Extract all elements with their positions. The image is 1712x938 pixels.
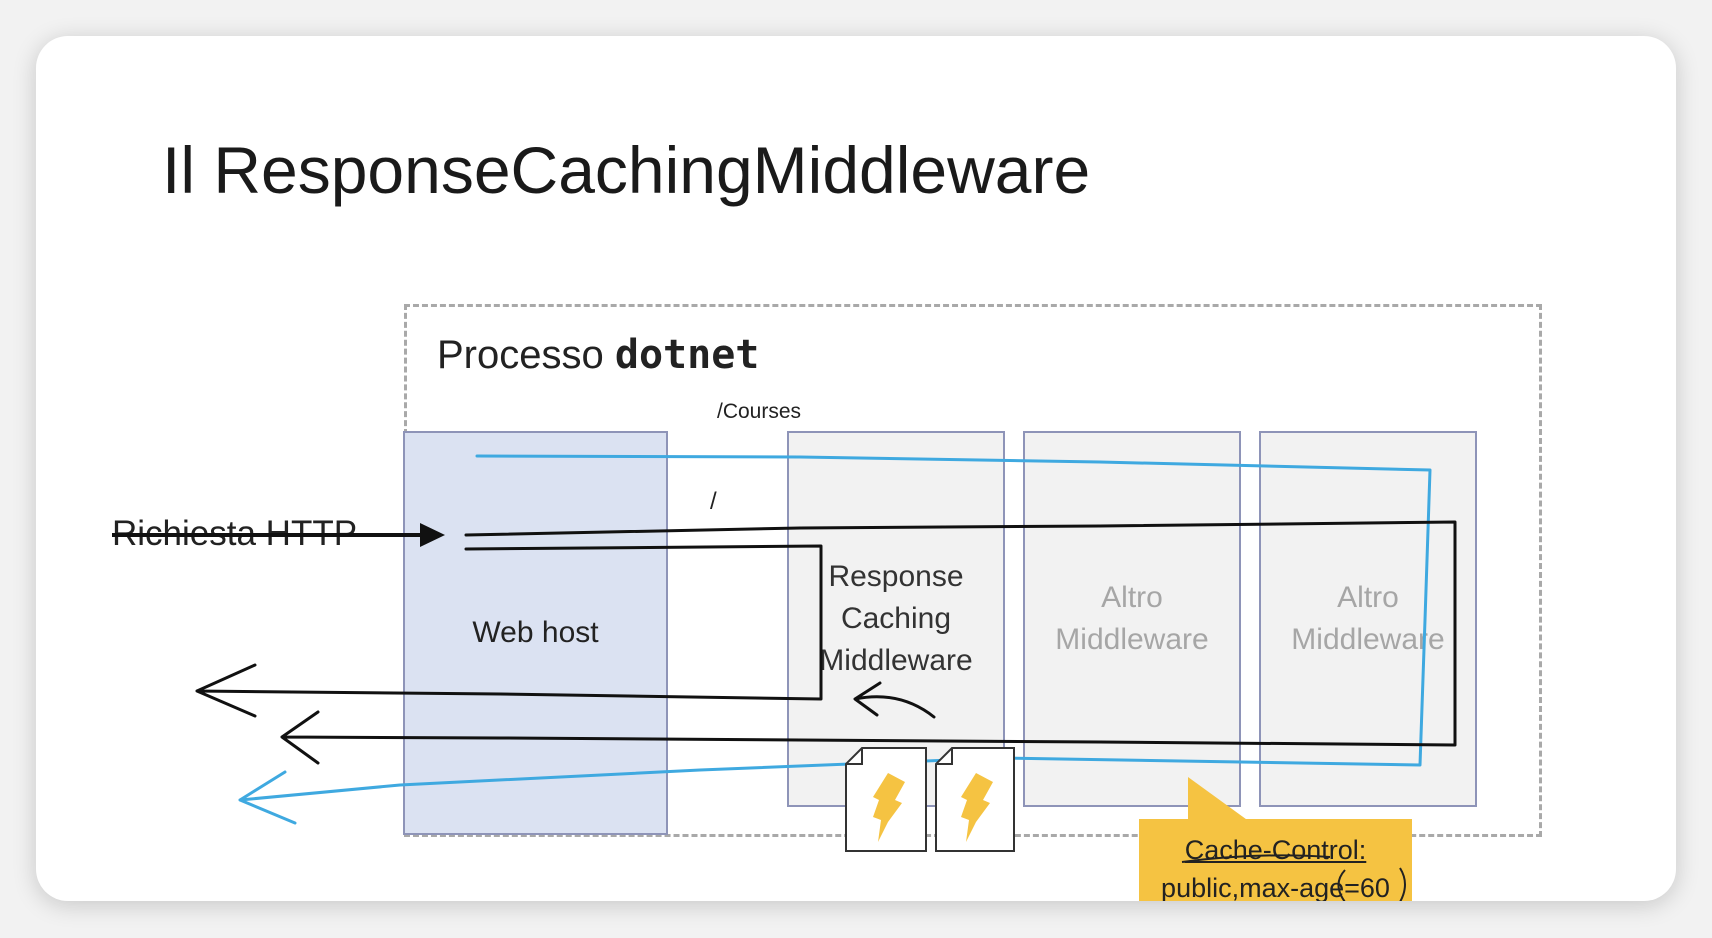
cache-control-callout: Cache-Control: public,max-age=60 <box>1139 819 1412 901</box>
request-arrow <box>112 523 445 547</box>
black-cache-path <box>195 544 823 718</box>
other1-label-2: Middleware <box>1055 623 1209 656</box>
document-lightning-icon <box>935 747 1015 852</box>
document-lightning-icon <box>845 747 927 852</box>
other2-label-1: Altro <box>1337 581 1399 614</box>
process-label: Processo dotnet <box>437 332 759 378</box>
slide: Il ResponseCachingMiddleware Processo do… <box>36 36 1676 901</box>
slide-title: Il ResponseCachingMiddleware <box>162 133 1091 207</box>
blue-request-path <box>238 454 1432 825</box>
callout-line-2: public,max-age=60 <box>1161 873 1390 901</box>
rc-label-1: Response <box>828 560 964 593</box>
callout-pointer <box>1188 777 1250 822</box>
cache-return-arrow <box>853 681 936 719</box>
process-name: dotnet <box>614 332 760 378</box>
callout-handwriting <box>1181 854 1406 901</box>
black-pipeline-path <box>280 520 1457 765</box>
web-host-label: Web host <box>472 616 599 649</box>
rc-label-2: Caching <box>840 602 952 635</box>
callout-line-1: Cache-Control: <box>1184 835 1367 865</box>
other1-label-1: Altro <box>1101 581 1163 614</box>
response-caching-box: Response Caching Middleware <box>787 431 1005 807</box>
process-prefix: Processo <box>437 333 604 377</box>
web-host-box: Web host <box>403 431 668 835</box>
annotation-overlay <box>112 454 1457 901</box>
rc-label-3: Middleware <box>819 644 973 677</box>
other2-label-2: Middleware <box>1291 623 1445 656</box>
path-root: / <box>710 488 717 515</box>
path-courses: /Courses <box>717 400 802 423</box>
other-middleware-box-1: Altro Middleware <box>1023 431 1241 807</box>
